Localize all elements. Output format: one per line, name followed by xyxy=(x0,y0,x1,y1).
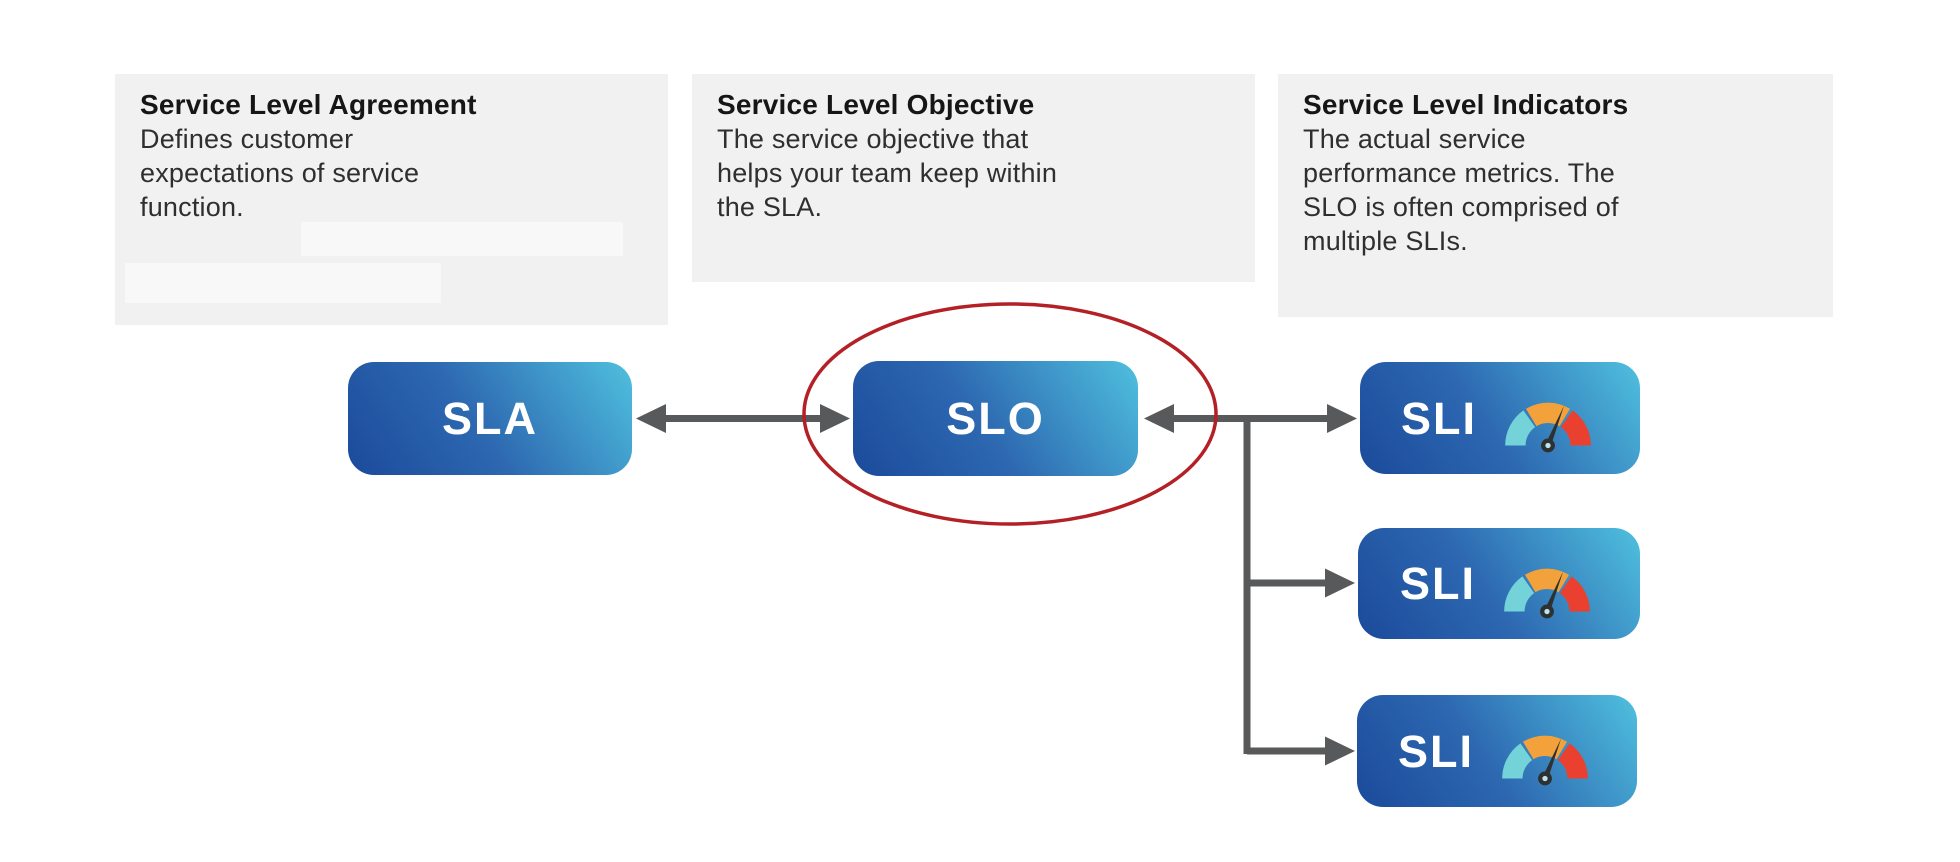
card-text-line: The service objective that xyxy=(717,124,1029,154)
redacted-text-block xyxy=(125,263,441,303)
gauge-needle xyxy=(1544,571,1564,613)
redacted-text-block xyxy=(301,222,623,256)
arrowhead-right-into-slo xyxy=(820,404,850,433)
arrowhead-right-into-sli3 xyxy=(1325,736,1355,766)
gauge-orange-segment xyxy=(1522,735,1568,760)
gauge-red-segment xyxy=(1560,410,1591,446)
card-text-line: expectations of service xyxy=(140,158,420,188)
card-text-line: function. xyxy=(140,192,244,222)
speedometer-gauge-icon xyxy=(1505,402,1591,453)
node-sla-label: SLA xyxy=(442,393,538,444)
gauge-red-segment xyxy=(1559,575,1590,611)
gauge-teal-segment xyxy=(1505,410,1536,446)
card-text-line: The actual service xyxy=(1303,124,1526,154)
node-sla: SLA xyxy=(348,362,632,475)
node-sli-3: SLI xyxy=(1357,695,1637,807)
gauge-hub-center xyxy=(1542,775,1548,782)
card-text-line: multiple SLIs. xyxy=(1303,226,1468,256)
node-sli-1-label: SLI xyxy=(1400,392,1477,444)
card-text-line: the SLA. xyxy=(717,192,823,222)
gauge-hub-center xyxy=(1545,442,1551,449)
gauge-hub-center xyxy=(1544,608,1550,614)
node-sli-2-label: SLI xyxy=(1399,558,1476,609)
gauge-teal-segment xyxy=(1504,575,1535,611)
card-text-line: performance metrics. The xyxy=(1303,158,1615,188)
gauge-red-segment xyxy=(1557,743,1588,779)
node-sli-2: SLI xyxy=(1358,528,1640,639)
arrowhead-left-into-slo xyxy=(1144,404,1174,433)
node-slo: SLO xyxy=(853,361,1138,476)
card-title-sli: Service Level Indicators xyxy=(1303,89,1629,120)
gauge-needle xyxy=(1542,738,1562,780)
card-text-line: SLO is often comprised of xyxy=(1303,192,1619,222)
card-title-slo: Service Level Objective xyxy=(717,89,1035,120)
arrowhead-right-into-sli2 xyxy=(1325,568,1355,598)
gauge-orange-segment xyxy=(1524,568,1570,592)
node-slo-label: SLO xyxy=(946,393,1045,444)
speedometer-gauge-icon xyxy=(1504,568,1590,618)
card-title-sla: Service Level Agreement xyxy=(140,89,477,120)
arrowhead-right-into-sli1 xyxy=(1327,404,1357,433)
definition-card-sla: Service Level Agreement Defines customer… xyxy=(115,74,668,325)
gauge-needle xyxy=(1545,405,1565,447)
gauge-teal-segment xyxy=(1502,743,1533,779)
definition-card-sli: Service Level Indicators The actual serv… xyxy=(1278,74,1833,317)
node-sli-3-label: SLI xyxy=(1397,725,1474,777)
definition-card-slo: Service Level Objective The service obje… xyxy=(692,74,1255,282)
card-text-line: helps your team keep within xyxy=(717,158,1058,188)
arrowhead-left-into-sla xyxy=(636,404,666,433)
gauge-orange-segment xyxy=(1525,402,1571,427)
speedometer-gauge-icon xyxy=(1502,735,1588,786)
card-text-line: Defines customer xyxy=(140,124,354,154)
node-sli-1: SLI xyxy=(1360,362,1640,474)
